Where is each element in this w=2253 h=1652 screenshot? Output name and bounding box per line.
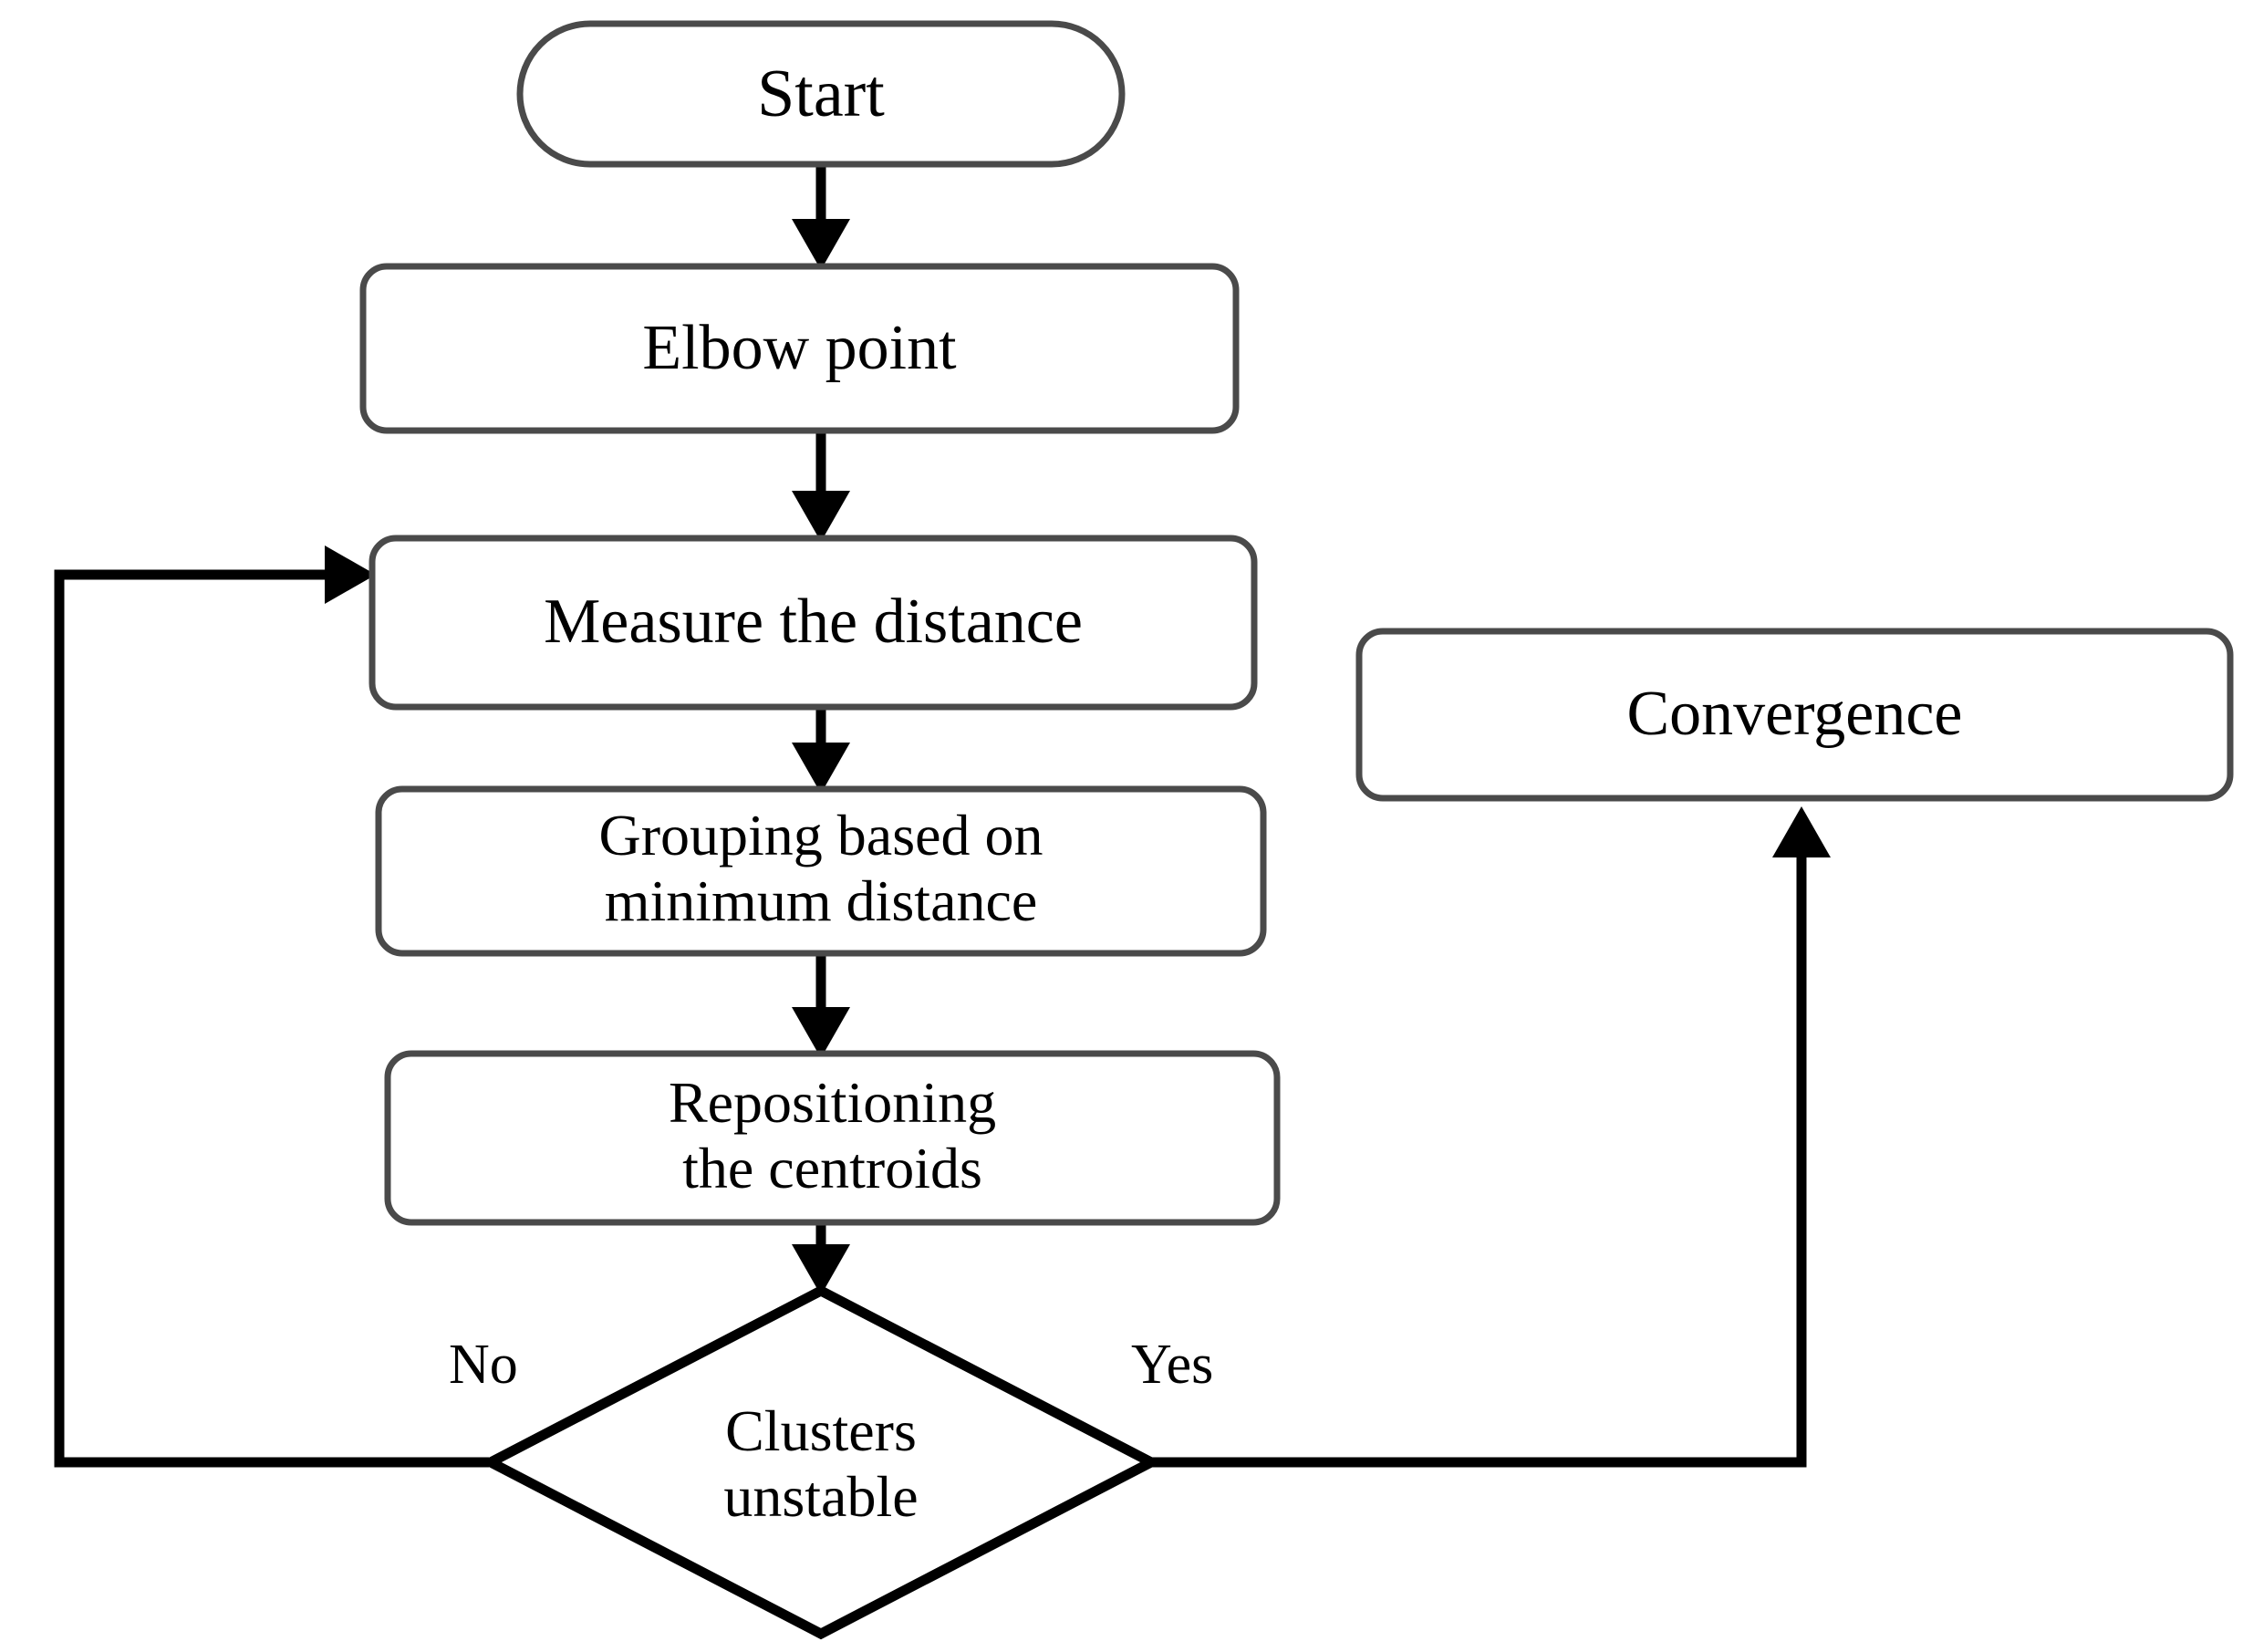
edge-decision-no-to-measure-distance: [54, 545, 489, 1468]
edge-grouping-to-repositioning: [792, 953, 850, 1058]
node-shape-convergence[interactable]: [1355, 628, 2234, 802]
node-shape-repositioning[interactable]: [384, 1050, 1281, 1226]
arrowhead-down-icon: [792, 219, 850, 270]
arrowhead-down-icon: [792, 491, 850, 542]
arrowhead-down-icon: [792, 1007, 850, 1058]
edge-measure-distance-to-grouping: [792, 707, 850, 794]
node-shape-elbow-point[interactable]: [359, 263, 1240, 434]
edge-decision-yes-to-convergence: [1147, 806, 1831, 1468]
edge-label-yes: Yes: [1131, 1334, 1214, 1396]
node-shape-measure-distance[interactable]: [369, 535, 1258, 711]
arrowhead-down-icon: [792, 1244, 850, 1295]
arrowhead-down-icon: [792, 743, 850, 794]
node-shape-start[interactable]: [516, 20, 1126, 168]
edge-start-to-elbow-point: [792, 164, 850, 270]
node-shape-clusters-unstable[interactable]: [480, 1284, 1162, 1640]
arrowhead-right-icon: [325, 545, 376, 604]
node-shape-grouping[interactable]: [375, 785, 1267, 957]
edge-label-no: No: [449, 1334, 518, 1396]
edge-elbow-point-to-measure-distance: [792, 431, 850, 542]
edge-repositioning-to-decision: [792, 1222, 850, 1295]
arrowhead-up-icon: [1772, 806, 1831, 857]
